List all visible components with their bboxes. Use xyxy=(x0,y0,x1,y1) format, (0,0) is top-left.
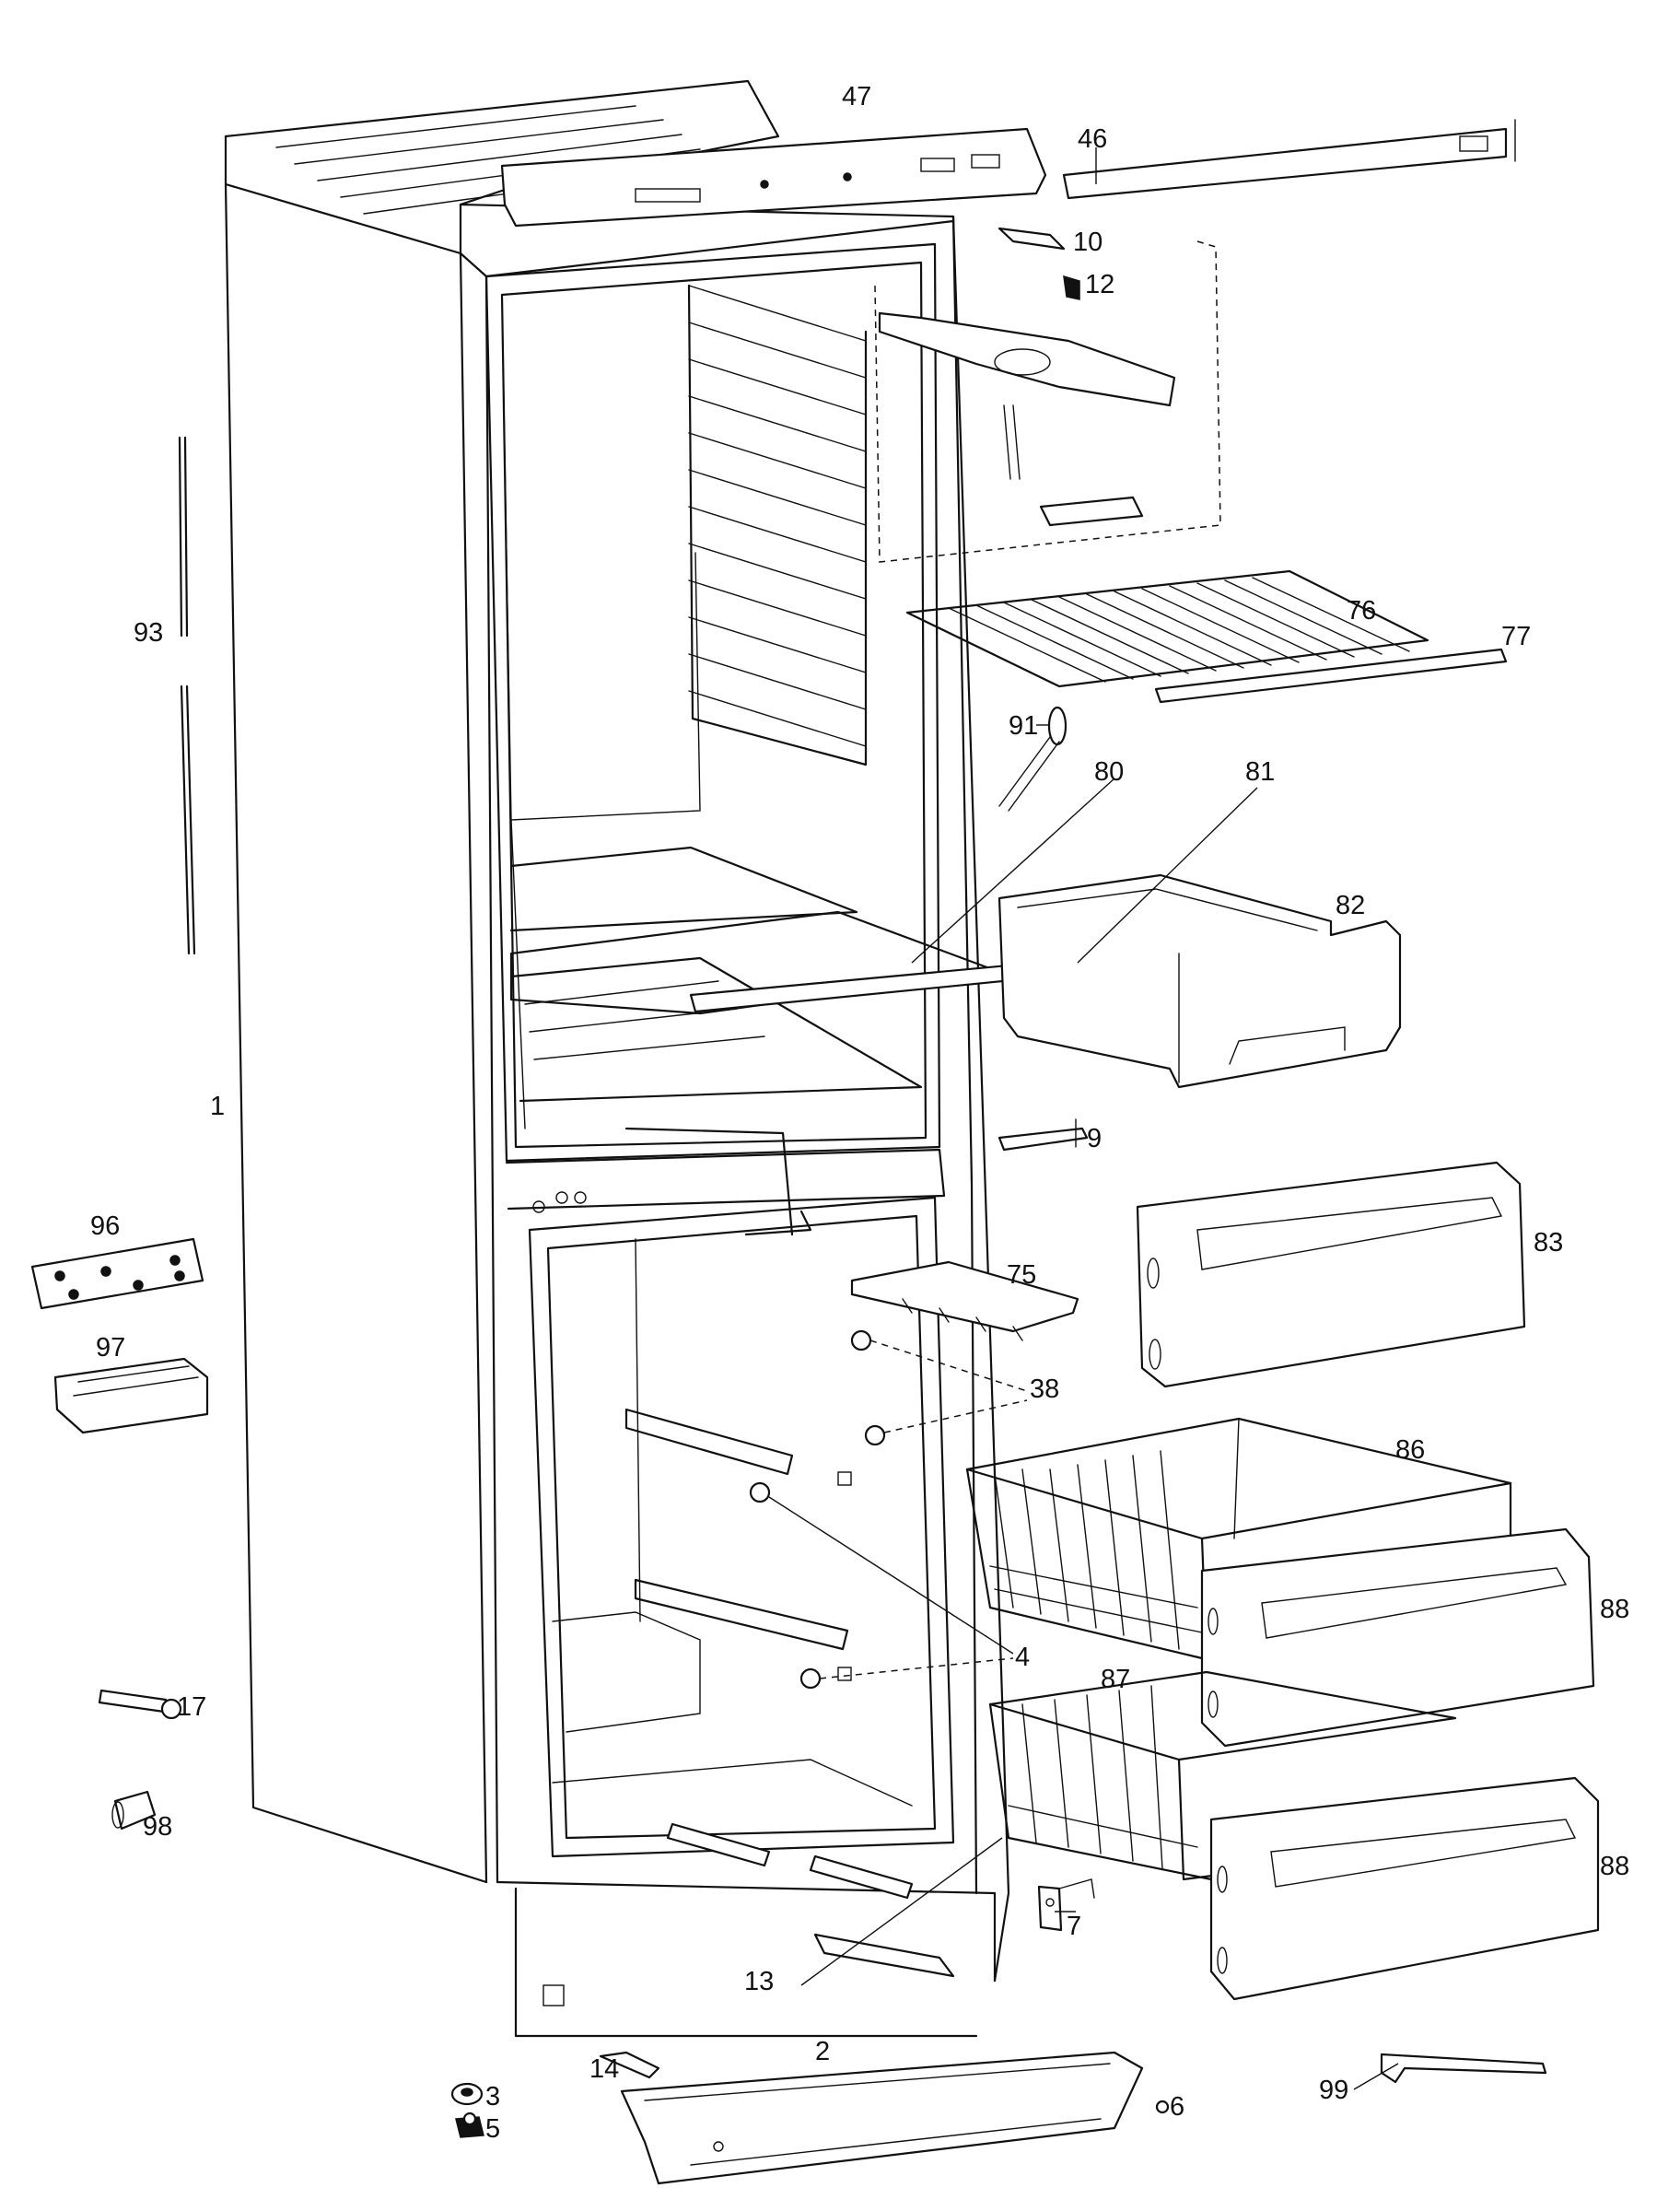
kick-plate-screw xyxy=(1155,2100,1170,2114)
lower-hinge-bracket xyxy=(666,1822,955,1978)
adjustable-foot xyxy=(455,2112,484,2138)
callout-label: 75 xyxy=(1007,1260,1036,1290)
crisper-drawer xyxy=(998,873,1402,1089)
lower-freezer-basket xyxy=(988,1670,1457,1881)
callout-label: 98 xyxy=(143,1812,172,1842)
callout-label: 46 xyxy=(1078,124,1107,154)
callout-label: 97 xyxy=(96,1333,125,1363)
middle-hinge-bracket xyxy=(998,1118,1089,1152)
callout-label: 76 xyxy=(1347,596,1376,626)
top-cover xyxy=(500,127,1047,228)
cabinet xyxy=(224,79,1010,2038)
callout-label: 82 xyxy=(1336,891,1365,920)
callout-label: 12 xyxy=(1085,270,1114,299)
thermostat-housing xyxy=(874,227,1221,563)
callout-label: 91 xyxy=(1009,711,1038,741)
ice-tray xyxy=(850,1260,1079,1341)
callout-label: 2 xyxy=(815,2037,830,2066)
basket-front-lower xyxy=(1209,1776,1600,2001)
basket-front-upper xyxy=(1200,1527,1595,1748)
callout-label: 96 xyxy=(90,1211,120,1241)
adjustable-foot-washer xyxy=(450,2082,484,2106)
top-trim-strip xyxy=(1062,119,1516,200)
callout-label: 4 xyxy=(1015,1643,1030,1672)
cable-sleeve xyxy=(111,1790,157,1831)
callout-label: 80 xyxy=(1094,757,1124,787)
callout-label: 7 xyxy=(1067,1912,1081,1941)
callout-label: 1 xyxy=(210,1092,225,1121)
callout-label: 6 xyxy=(1170,2092,1184,2122)
freezer-flap xyxy=(1136,1161,1526,1388)
door-gasket-strip xyxy=(178,436,196,955)
shelf-trim xyxy=(1154,648,1508,704)
callout-label: 47 xyxy=(842,82,871,111)
callout-label: 17 xyxy=(177,1692,206,1722)
leader-lines xyxy=(800,147,1399,2090)
heater-element xyxy=(98,1689,182,1720)
callout-label: 99 xyxy=(1319,2076,1348,2105)
support-pins-lower xyxy=(749,1471,1014,1690)
callout-label: 88 xyxy=(1600,1595,1629,1624)
callout-label: 88 xyxy=(1600,1852,1629,1881)
callout-label: 10 xyxy=(1073,228,1102,257)
hinge-cover xyxy=(53,1357,209,1434)
inner-ribs xyxy=(687,284,868,766)
bottom-hinge xyxy=(1037,1878,1095,1932)
callout-label: 81 xyxy=(1245,757,1275,787)
callout-labels: 47 46 10 12 76 77 91 80 81 82 1 93 9 83 … xyxy=(90,82,1629,2144)
kick-plate xyxy=(620,2051,1144,2185)
callout-label: 38 xyxy=(1030,1375,1059,1404)
callout-label: 13 xyxy=(744,1967,774,1996)
hinge-plate xyxy=(30,1237,204,1310)
callout-label: 77 xyxy=(1501,622,1531,651)
callout-label: 93 xyxy=(134,618,163,648)
drain-tube xyxy=(998,706,1068,812)
callout-label: 86 xyxy=(1395,1435,1425,1465)
door-handle-bar xyxy=(1380,2053,1547,2084)
callout-label: 9 xyxy=(1087,1124,1102,1153)
wire-shelf xyxy=(905,569,1429,688)
kick-plate-clip xyxy=(599,2051,660,2079)
callout-label: 14 xyxy=(589,2054,619,2084)
callout-label: 5 xyxy=(485,2114,500,2144)
callout-label: 87 xyxy=(1101,1665,1130,1694)
shelf-support-pins xyxy=(850,1329,1028,1446)
callout-label: 3 xyxy=(485,2082,500,2112)
callout-label: 83 xyxy=(1534,1228,1563,1258)
